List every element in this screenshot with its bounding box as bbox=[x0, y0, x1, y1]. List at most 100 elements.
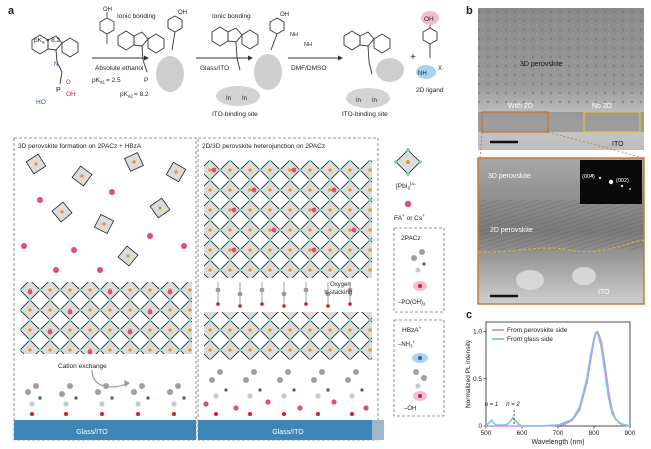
x-tick-label-4: 900 bbox=[625, 430, 636, 437]
free-cations bbox=[21, 189, 187, 273]
right-3d-lattice-top bbox=[204, 160, 372, 278]
tem-no-2d-box bbox=[583, 111, 641, 133]
annotation-1: n = 2 bbox=[506, 402, 520, 408]
right-lattice-cations bbox=[211, 167, 357, 253]
nitrogen-label: N bbox=[54, 62, 58, 68]
x-tick-label-2: 700 bbox=[553, 430, 564, 437]
annotation-0: n = 1 bbox=[485, 402, 499, 408]
panel-label-b: b bbox=[466, 5, 473, 17]
tem-ito-bottom: ITO bbox=[598, 289, 610, 296]
molecule2-oh: OH bbox=[178, 10, 187, 16]
right-3d-lattice-bottom bbox=[204, 312, 372, 360]
indium-3: In bbox=[356, 98, 361, 104]
ionic-bond-highlight-2 bbox=[254, 54, 282, 90]
legend-2pacz-box bbox=[393, 227, 445, 313]
x-tick-label-0: 500 bbox=[481, 430, 492, 437]
ito-site-label-1: ITO-binding site bbox=[212, 111, 258, 118]
ito-site-label-2: ITO-binding site bbox=[342, 111, 388, 118]
tyramine-structure bbox=[99, 12, 115, 44]
legend-hbza-title: HBzA+ bbox=[402, 325, 422, 334]
pka-oh: pKa= 8.2 bbox=[34, 37, 60, 45]
molecule-2pacz bbox=[31, 34, 79, 85]
cation-exchange-arrow bbox=[91, 369, 127, 388]
tem-with-2d-box bbox=[481, 111, 549, 133]
molecule-final bbox=[343, 30, 391, 75]
indium-2: In bbox=[242, 96, 247, 102]
panel-label-a: a bbox=[8, 5, 15, 17]
tem-3d-perovskite-top: 3D perovskite bbox=[520, 61, 563, 68]
solvent-dmf: DMF/DMSO bbox=[291, 65, 326, 72]
oxygen-stacking-label: Oxygen bbox=[330, 282, 351, 288]
fft-004: (004) bbox=[582, 174, 595, 180]
panel-label-c: c bbox=[466, 309, 472, 321]
tem-interface-line bbox=[477, 239, 645, 253]
plus-sign: + bbox=[410, 52, 416, 63]
fa-binding-highlight bbox=[376, 58, 404, 82]
y-tick-label-2: 1.0 bbox=[473, 329, 482, 336]
ionic-bonding-label-1: Ionic bonding bbox=[117, 13, 156, 20]
pi-stacking-label: π-stacking bbox=[324, 290, 352, 296]
glass-ito-left bbox=[14, 420, 196, 440]
oh-label: OH bbox=[66, 91, 76, 98]
glass-ito-right bbox=[198, 420, 378, 440]
ligand-nh3: NH bbox=[418, 71, 427, 77]
legend-po-oh: –PO(OH)2 bbox=[398, 300, 426, 307]
fft-002: (002) bbox=[616, 178, 629, 184]
molecule2-p: P bbox=[144, 77, 148, 84]
x-tick-label-3: 800 bbox=[589, 430, 600, 437]
legend-nh3-label: –NH3+ bbox=[398, 340, 416, 349]
tem-with-2d: With 2D bbox=[508, 103, 533, 110]
legend-hbza-box bbox=[393, 319, 445, 417]
legend-2pacz-molecule bbox=[411, 249, 427, 291]
y-tick-label-0: 0 bbox=[478, 423, 482, 430]
phosphorus-label: P bbox=[56, 87, 61, 94]
legend-label-0: From perovskite side bbox=[507, 327, 568, 334]
series-line-0 bbox=[486, 330, 631, 427]
fa-nh2: NH bbox=[290, 32, 298, 38]
left-3d-lattice bbox=[20, 282, 192, 354]
ligand-structure bbox=[422, 25, 438, 58]
legend-oh-label: –OH bbox=[404, 406, 416, 412]
ito-binding-highlight-2 bbox=[346, 88, 390, 108]
legend-cation-icon bbox=[404, 200, 412, 208]
legend-label-1: From glass side bbox=[507, 336, 553, 343]
right-title: 2D/3D perovskite heterojunction on 2PACz bbox=[202, 143, 325, 150]
y-axis-label: Normalized PL intensity bbox=[465, 339, 472, 408]
pka1: pKa1= 2.5 bbox=[92, 77, 121, 85]
pka2: pKa2= 8.2 bbox=[120, 91, 149, 99]
ligand-oh: OH bbox=[424, 16, 434, 23]
ligand-oh-highlight bbox=[421, 11, 439, 25]
tem-ito-top: ITO bbox=[612, 141, 624, 148]
indium-4: In bbox=[372, 98, 377, 104]
x-axis-label: Wavelength (nm) bbox=[531, 439, 584, 446]
molecule3-oh: OH bbox=[280, 12, 289, 18]
molecule-ionic-1 bbox=[117, 15, 183, 73]
left-title: 3D perovskite formation on 2PACz + HBzA bbox=[18, 143, 142, 150]
tem-no-2d: No 2D bbox=[592, 103, 612, 110]
glass-ito-left-label: Glass/ITO bbox=[76, 429, 108, 436]
ligand-x: X bbox=[438, 66, 442, 72]
legend-hbza-molecule bbox=[412, 353, 428, 401]
solvent-ethanol: Absolute ethanol bbox=[95, 65, 144, 72]
left-lattice-cations bbox=[27, 289, 173, 355]
cation-exchange-label: Cation exchange bbox=[58, 363, 107, 370]
sam-molecules bbox=[25, 369, 364, 416]
series-line-1 bbox=[485, 331, 631, 427]
legend-cation-label: FA+or Cs+ bbox=[394, 213, 425, 222]
tem-hr-frame bbox=[477, 157, 645, 305]
fa-nh2-b: NH bbox=[304, 42, 312, 48]
ho-label: HO bbox=[36, 99, 46, 106]
legend-pbi6-icon bbox=[394, 148, 422, 176]
legend-pbi6-label: [PbI6]4− bbox=[396, 182, 417, 191]
ligand-nh3-highlight bbox=[416, 65, 436, 79]
glass-ito-right-label: Glass/ITO bbox=[272, 429, 304, 436]
substrate-label: Glass/ITO bbox=[200, 65, 229, 72]
ito-binding-highlight-1 bbox=[216, 86, 260, 106]
legend-2pacz-title: 2PACz bbox=[401, 235, 421, 242]
ionic-bond-highlight-1 bbox=[156, 56, 184, 92]
tem-2d-perovskite: 2D perovskite bbox=[490, 227, 533, 234]
y-tick-label-1: 0.5 bbox=[473, 376, 482, 383]
molecule-ionic-2 bbox=[211, 17, 285, 71]
